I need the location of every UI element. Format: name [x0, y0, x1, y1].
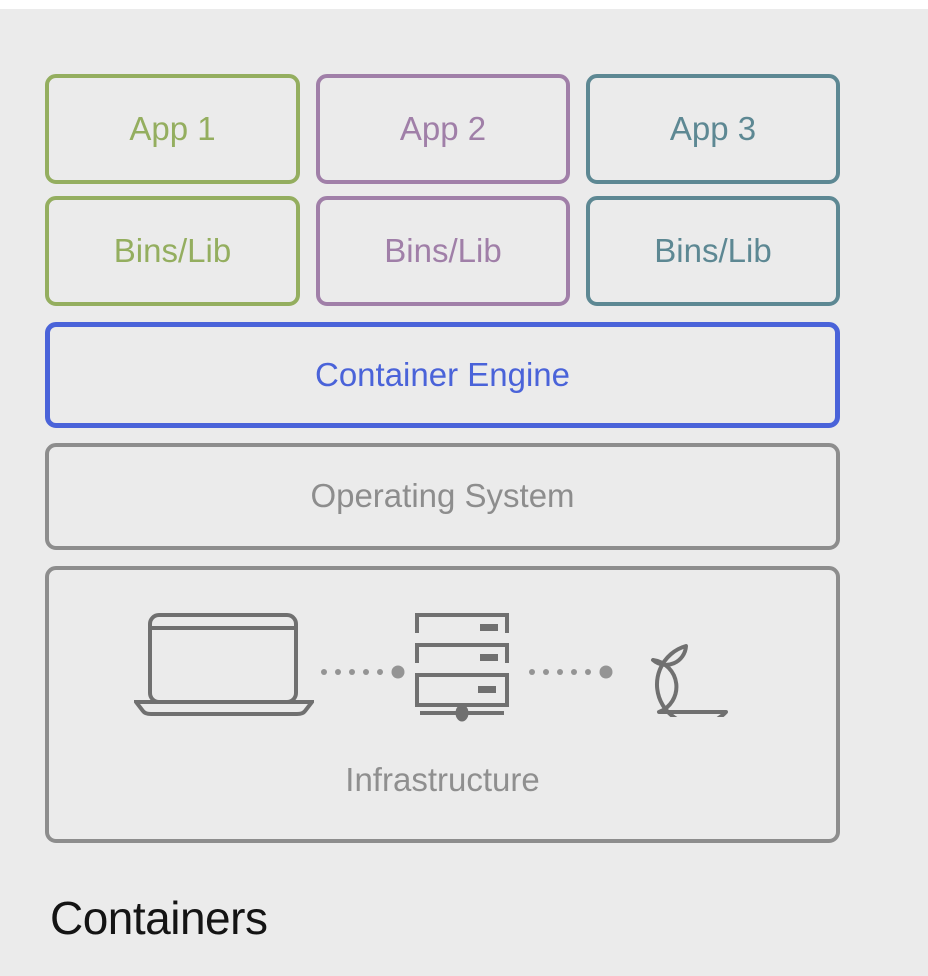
- dotted-connector-left: [319, 664, 409, 680]
- diagram-title: Containers: [50, 892, 268, 944]
- laptop-icon: [134, 613, 314, 717]
- app2-label: App 2: [399, 109, 487, 147]
- infrastructure-label: Infrastructure: [345, 761, 540, 798]
- bins-lib-label-2: Bins/Lib: [384, 231, 502, 269]
- operating-system-box: Operating System: [45, 443, 840, 550]
- bins-lib-label-3: Bins/Lib: [654, 231, 772, 269]
- app3-label: App 3: [669, 109, 757, 147]
- bins-lib-box-2: Bins/Lib: [316, 196, 570, 306]
- container-engine-label: Container Engine: [314, 355, 570, 393]
- app1-box: App 1: [45, 74, 300, 184]
- server-rack-icon: [414, 612, 510, 724]
- dotted-connector-right: [527, 664, 617, 680]
- app2-box: App 2: [316, 74, 570, 184]
- cloud-icon: [626, 623, 764, 717]
- bins-lib-box-1: Bins/Lib: [45, 196, 300, 306]
- app3-box: App 3: [586, 74, 840, 184]
- infrastructure-box: Infrastructure: [45, 566, 840, 843]
- container-engine-box: Container Engine: [45, 322, 840, 428]
- bins-lib-label-1: Bins/Lib: [113, 231, 232, 269]
- operating-system-label: Operating System: [310, 477, 575, 514]
- app1-label: App 1: [129, 109, 216, 147]
- diagram-canvas: App 1 App 2 App 3 Bins/Lib Bins/Lib Bins…: [0, 9, 928, 976]
- bins-lib-box-3: Bins/Lib: [586, 196, 840, 306]
